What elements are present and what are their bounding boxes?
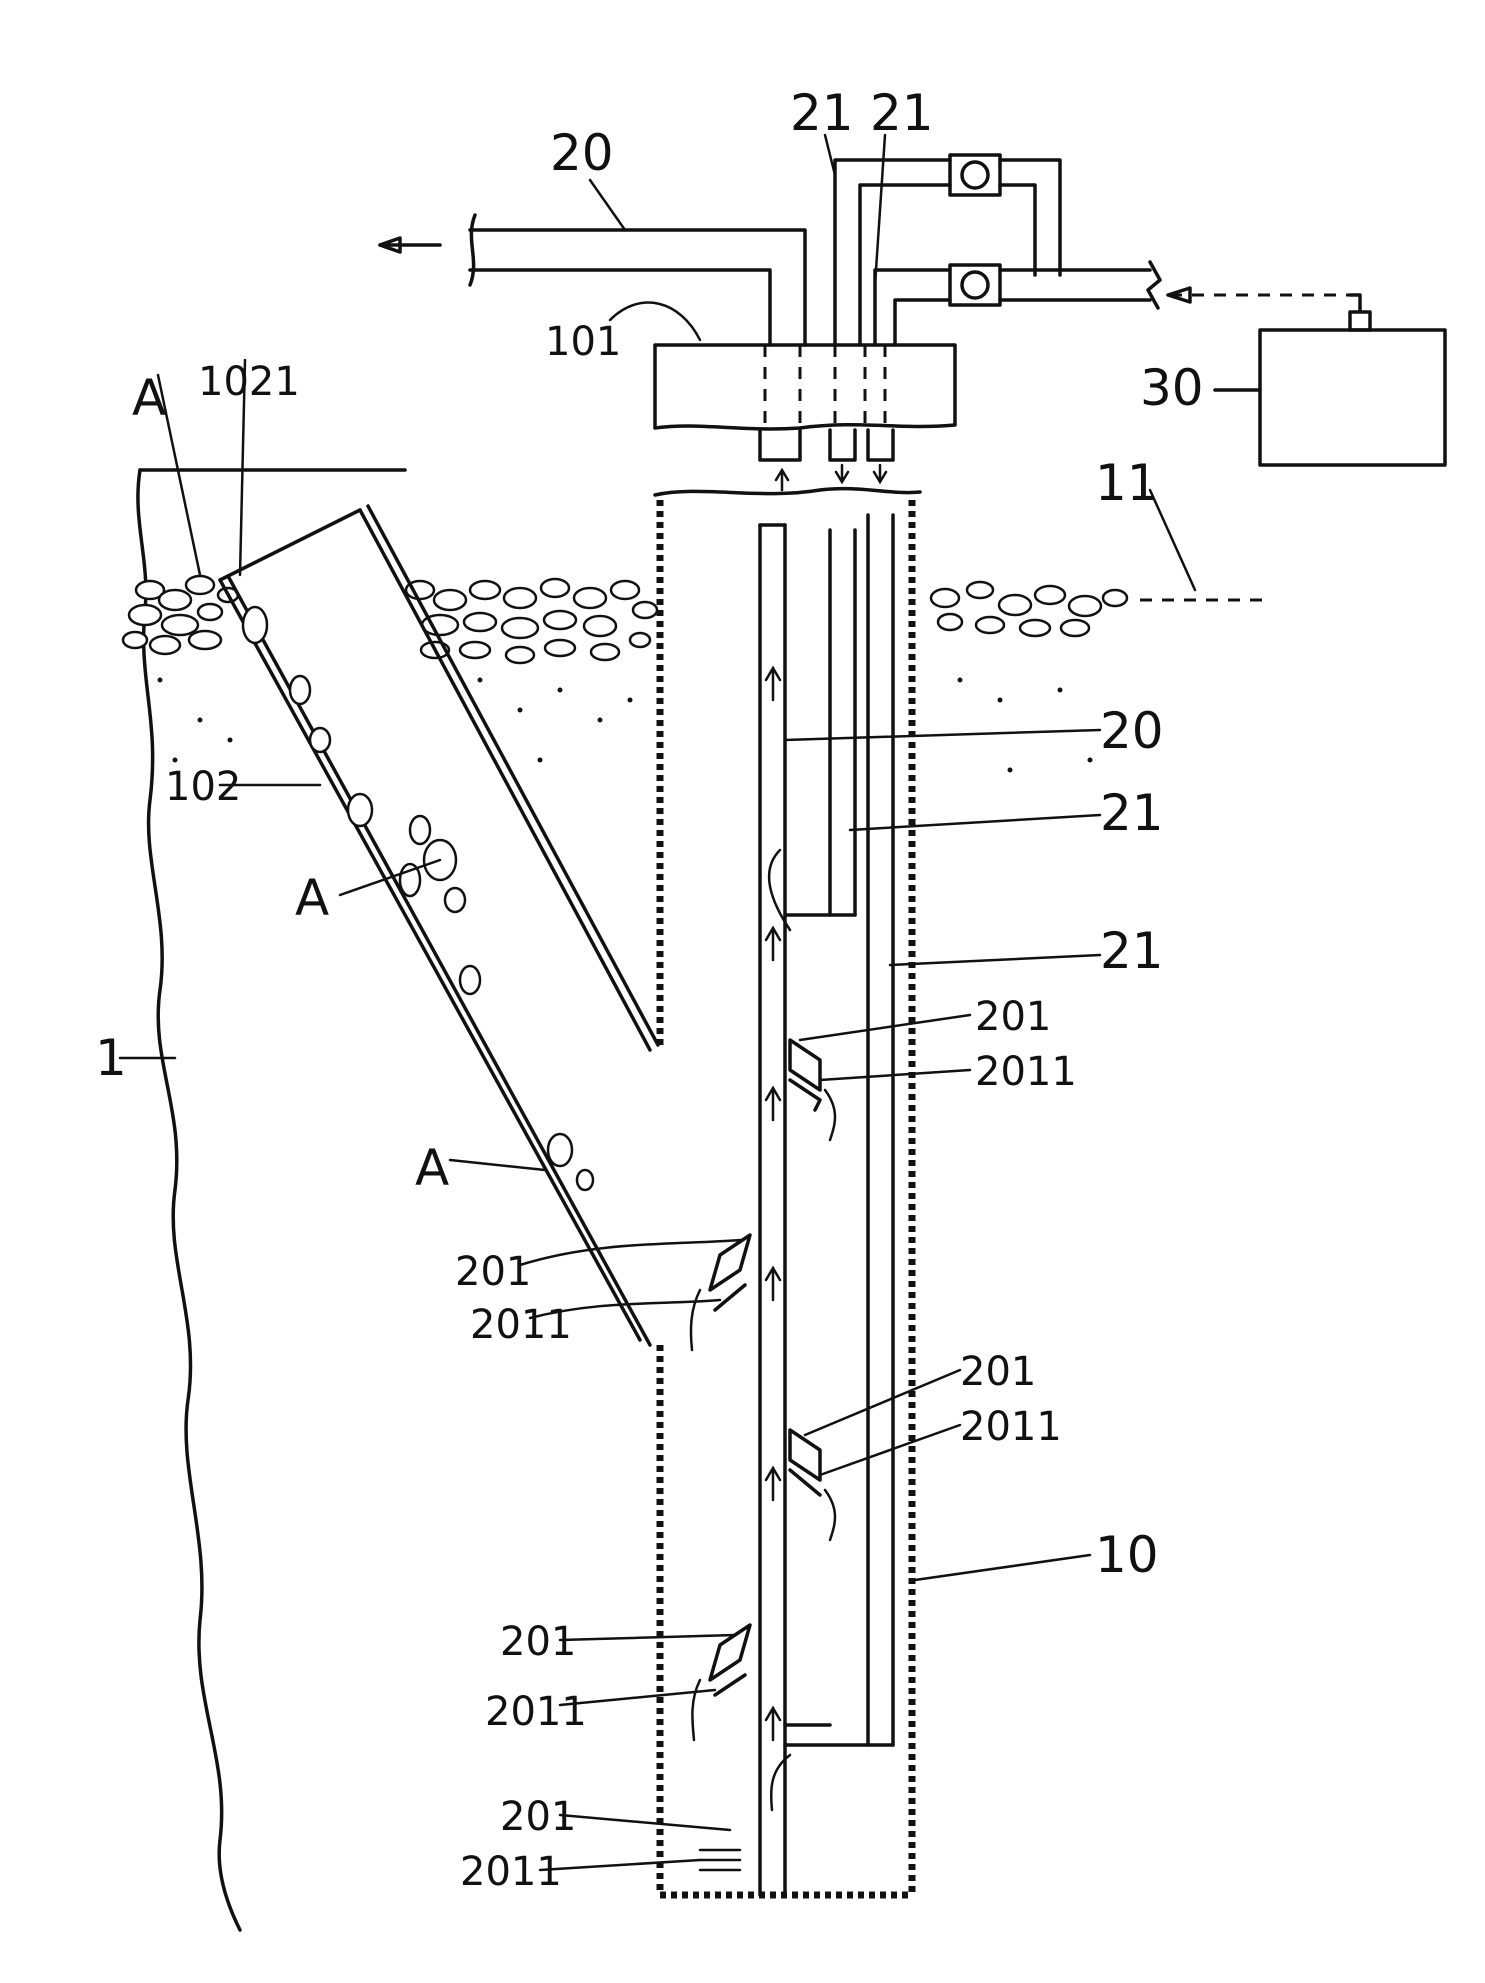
label-11: 11 (1095, 454, 1159, 512)
label-A-3: A (415, 1139, 449, 1197)
label-20-mid: 20 (1100, 702, 1164, 760)
label-101: 101 (545, 319, 621, 365)
gas-source-box-30 (1213, 310, 1447, 467)
label-A-1: A (132, 369, 166, 427)
label-201-e: 201 (500, 1794, 576, 1840)
exhaust-pipe-20 (378, 213, 807, 347)
valve-icons (948, 153, 1002, 307)
label-102: 102 (165, 764, 241, 810)
leader-lines (118, 133, 1197, 1872)
soil-dots (157, 677, 1093, 773)
label-20-top: 20 (550, 124, 614, 182)
nozzles (698, 1038, 822, 1872)
label-1021: 1021 (198, 359, 300, 405)
label-21-b: 21 (870, 84, 934, 142)
earth-boundary (136, 468, 242, 1932)
label-21-mid2: 21 (1100, 922, 1164, 980)
label-201-c: 201 (960, 1349, 1036, 1395)
reference-labels: 20 21 21 101 1021 A 30 11 102 A 20 21 21… (95, 84, 1204, 1895)
label-2011-b: 2011 (470, 1302, 572, 1348)
label-10: 10 (1095, 1526, 1159, 1584)
label-1: 1 (95, 1029, 127, 1087)
well-casing (653, 486, 922, 1899)
label-21-mid1: 21 (1100, 784, 1164, 842)
label-2011-e: 2011 (460, 1849, 562, 1895)
label-30: 30 (1140, 359, 1204, 417)
label-2011-c: 2011 (960, 1404, 1062, 1450)
label-201-a: 201 (975, 994, 1051, 1040)
supply-pipes-21 (783, 513, 895, 1747)
label-A-2: A (295, 869, 329, 927)
label-2011-d: 2011 (485, 1689, 587, 1735)
label-2011-a: 2011 (975, 1049, 1077, 1095)
label-201-b: 201 (455, 1249, 531, 1295)
wellhead-cap (653, 343, 957, 492)
pebble-layer (121, 574, 1129, 665)
inner-pipe-20 (758, 523, 787, 1897)
label-21-a: 21 (790, 84, 854, 142)
supply-lines-21 (833, 158, 1362, 347)
label-201-d: 201 (500, 1619, 576, 1665)
flow-arrows (689, 665, 837, 1812)
